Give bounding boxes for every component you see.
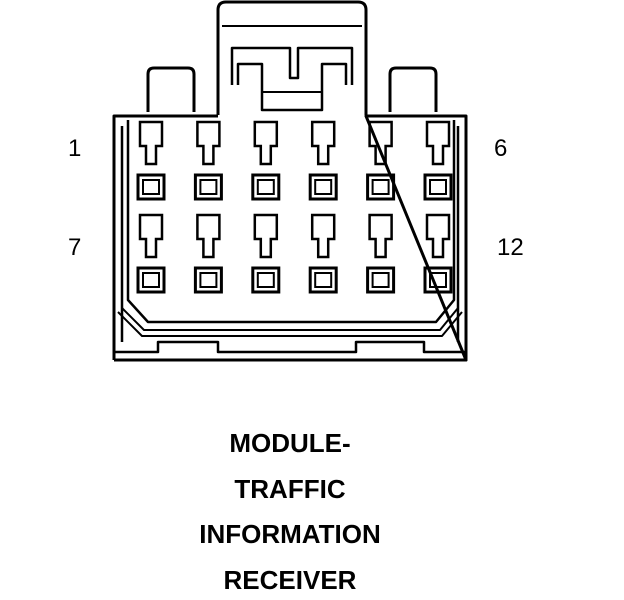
caption-line-4: RECEIVER [224, 565, 357, 595]
pin-cavity-inner-6 [429, 179, 447, 195]
pin-label-6: 6 [494, 135, 507, 162]
pin-cavity-9 [251, 266, 281, 294]
pin-cavity-2 [193, 173, 223, 201]
pin-cavity-4 [308, 173, 338, 201]
pin-label-7: 7 [68, 234, 81, 261]
latch-detail [230, 46, 354, 85]
pin-terminal-12 [425, 213, 451, 259]
pin-cavity-8 [193, 266, 223, 294]
pin-cavity-inner-2 [199, 179, 218, 195]
pin-label-1: 1 [68, 135, 81, 162]
latch-tab [216, 0, 368, 115]
pin-terminal-4 [310, 120, 336, 166]
pin-terminal-2 [196, 120, 221, 166]
pin-cavity-inner-11 [371, 272, 390, 288]
caption-line-1: MODULE- [229, 428, 350, 458]
pin-cavity-inner-5 [371, 179, 390, 195]
pin-cavity-inner-10 [314, 272, 333, 288]
pin-cavity-inner-9 [256, 272, 275, 288]
pin-cavity-inner-12 [429, 272, 447, 288]
pin-cavity-inner-8 [199, 272, 218, 288]
pin-terminal-11 [368, 213, 393, 259]
pin-cavity-5 [366, 173, 396, 201]
pin-cavity-12 [423, 266, 453, 294]
caption-line-3: INFORMATION [199, 519, 381, 549]
pin-terminal-6 [425, 120, 451, 166]
pin-terminal-9 [253, 213, 279, 259]
pin-cavity-inner-1 [142, 179, 160, 195]
pin-grid [136, 120, 453, 294]
pin-cavity-inner-3 [256, 179, 275, 195]
right-post [388, 66, 438, 112]
caption-line-2: TRAFFIC [234, 474, 345, 504]
pin-label-12: 12 [497, 234, 524, 261]
pin-terminal-7 [138, 213, 164, 259]
pin-cavity-10 [308, 266, 338, 294]
pin-cavity-3 [251, 173, 281, 201]
connector-body [112, 0, 468, 362]
pin-terminal-3 [253, 120, 279, 166]
pin-terminal-1 [138, 120, 164, 166]
left-post [146, 66, 196, 112]
pin-cavity-inner-7 [142, 272, 160, 288]
pin-cavity-1 [136, 173, 166, 201]
pin-cavity-7 [136, 266, 166, 294]
pin-cavity-6 [423, 173, 453, 201]
pin-cavity-inner-4 [314, 179, 333, 195]
pin-terminal-8 [196, 213, 221, 259]
housing-outline [112, 114, 468, 362]
pin-cavity-11 [366, 266, 396, 294]
pin-terminal-5 [368, 120, 393, 166]
pin-terminal-10 [310, 213, 336, 259]
